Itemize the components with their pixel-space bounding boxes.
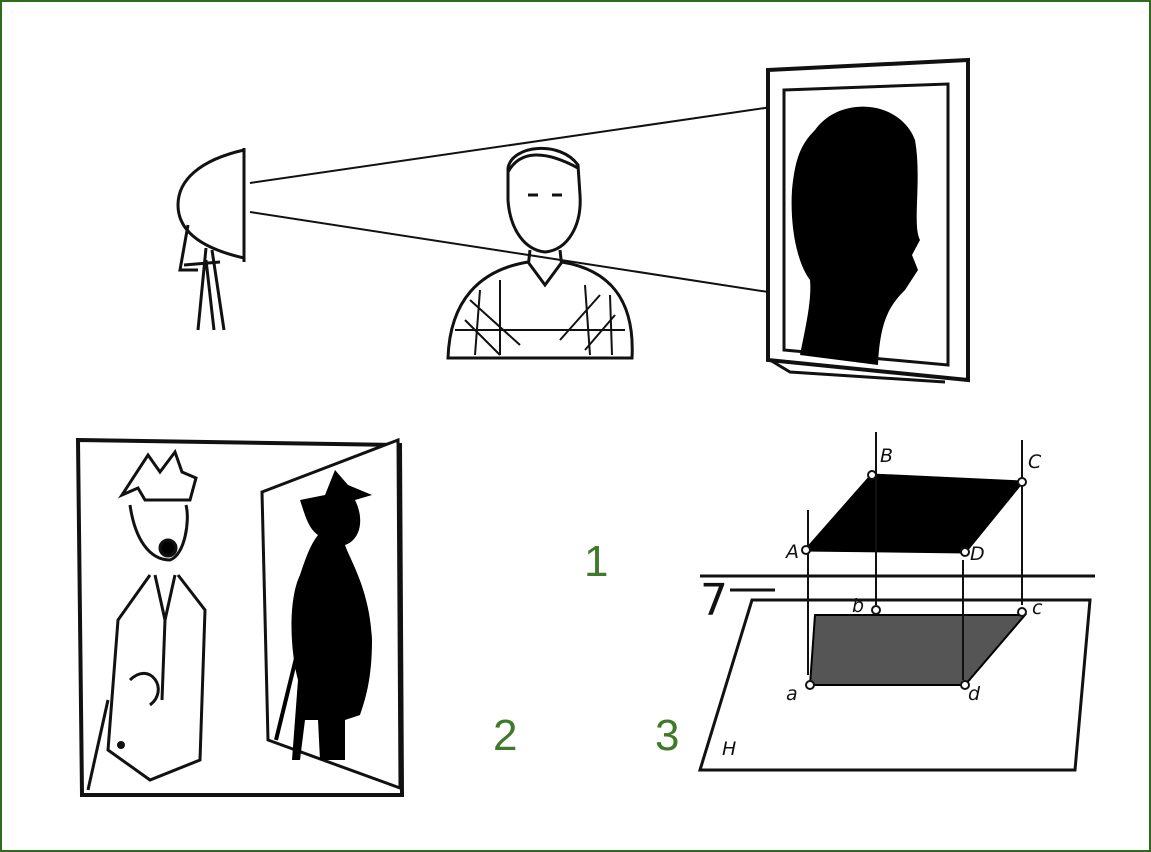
figure-number-2: 2 xyxy=(493,714,517,758)
label-a: a xyxy=(786,683,798,705)
figure-number-1: 1 xyxy=(584,540,608,584)
label-D: D xyxy=(970,543,985,565)
label-B: B xyxy=(880,445,893,467)
label-d: d xyxy=(968,683,981,705)
man-and-silhouette-illustration xyxy=(78,440,402,795)
label-b: b xyxy=(852,595,864,617)
lamp-illustration xyxy=(178,148,244,330)
boy-illustration xyxy=(448,148,632,358)
label-seven: 7 xyxy=(700,575,728,626)
label-C: C xyxy=(1028,451,1042,473)
label-A: A xyxy=(784,541,799,563)
figure-number-3: 3 xyxy=(655,714,679,758)
label-c: c xyxy=(1032,597,1043,619)
label-H: H xyxy=(722,738,736,760)
screen-with-head-shadow xyxy=(768,60,968,382)
